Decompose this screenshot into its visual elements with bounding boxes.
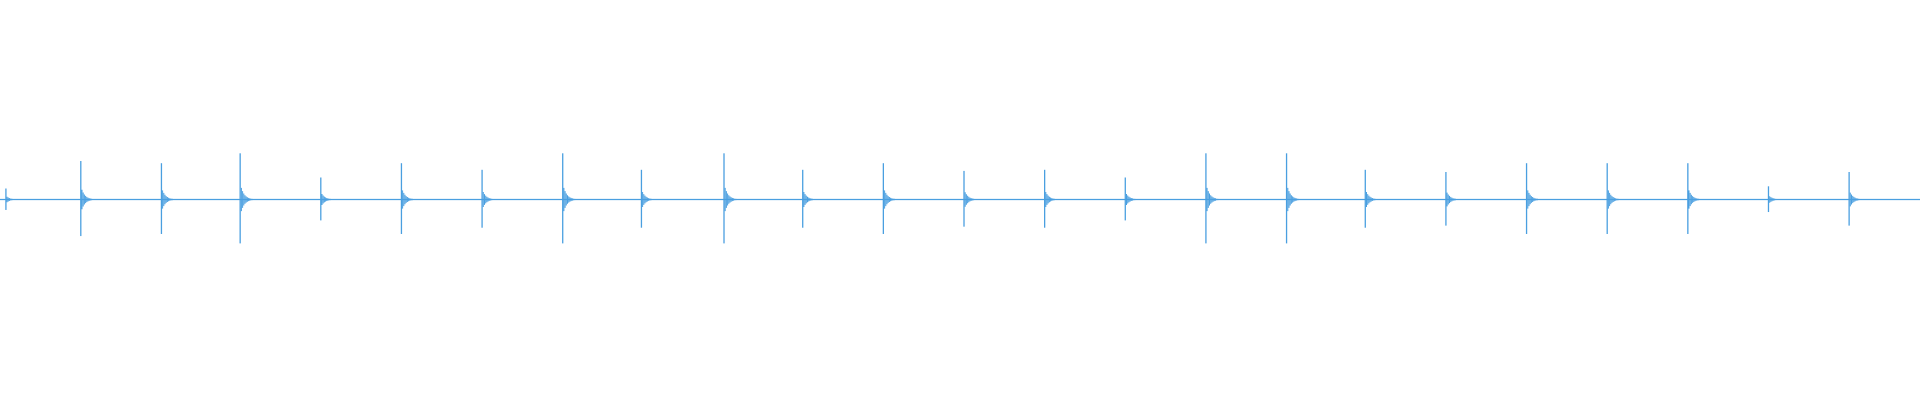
transient-decay bbox=[240, 187, 253, 212]
waveform-transient bbox=[1285, 153, 1300, 244]
waveform-transient bbox=[1124, 177, 1138, 221]
waveform-transient bbox=[723, 153, 737, 244]
transient-decay bbox=[402, 190, 414, 209]
transient-decay bbox=[1769, 196, 1781, 203]
transient-decay bbox=[563, 187, 576, 212]
waveform-transient bbox=[1606, 163, 1620, 234]
waveform-transients bbox=[5, 153, 1862, 244]
waveform-transient bbox=[802, 169, 816, 228]
transient-decay bbox=[1446, 192, 1459, 207]
transient-decay bbox=[482, 192, 495, 207]
transient-decay bbox=[81, 189, 94, 210]
transient-decay bbox=[1849, 192, 1862, 207]
transient-decay bbox=[1527, 190, 1540, 209]
waveform-transient bbox=[320, 177, 334, 221]
transient-decay bbox=[6, 196, 19, 203]
waveform-transient bbox=[1364, 169, 1378, 228]
waveform-transient bbox=[963, 170, 977, 227]
waveform-transient bbox=[239, 153, 253, 244]
transient-decay bbox=[1366, 192, 1378, 207]
transient-decay bbox=[964, 192, 977, 207]
transient-decay bbox=[1126, 194, 1138, 205]
transient-decay bbox=[803, 192, 816, 207]
transient-decay bbox=[1688, 190, 1701, 209]
waveform-transient bbox=[1445, 172, 1459, 226]
transient-decay bbox=[724, 187, 737, 212]
waveform-transient bbox=[562, 153, 576, 244]
waveform-transient bbox=[1848, 172, 1862, 226]
waveform-transient bbox=[1205, 153, 1219, 244]
waveform-transient bbox=[481, 169, 495, 228]
waveform-transient bbox=[400, 163, 414, 234]
waveform-transient bbox=[80, 161, 94, 237]
waveform-transient bbox=[1687, 163, 1701, 234]
transient-decay bbox=[321, 194, 334, 205]
waveform-transient bbox=[882, 163, 896, 234]
transient-decay bbox=[642, 192, 654, 207]
transient-decay bbox=[1607, 190, 1620, 209]
transient-decay bbox=[162, 190, 174, 209]
transient-decay bbox=[1206, 187, 1219, 212]
waveform-transient bbox=[5, 188, 19, 210]
waveform-transient bbox=[1043, 169, 1058, 228]
transient-decay bbox=[1287, 187, 1300, 212]
waveform-transient bbox=[1767, 186, 1781, 213]
waveform-transient bbox=[160, 163, 174, 234]
waveform-transient bbox=[640, 169, 654, 228]
transient-decay bbox=[884, 190, 896, 209]
transient-decay bbox=[1045, 192, 1058, 207]
waveform-transient bbox=[1525, 163, 1540, 234]
